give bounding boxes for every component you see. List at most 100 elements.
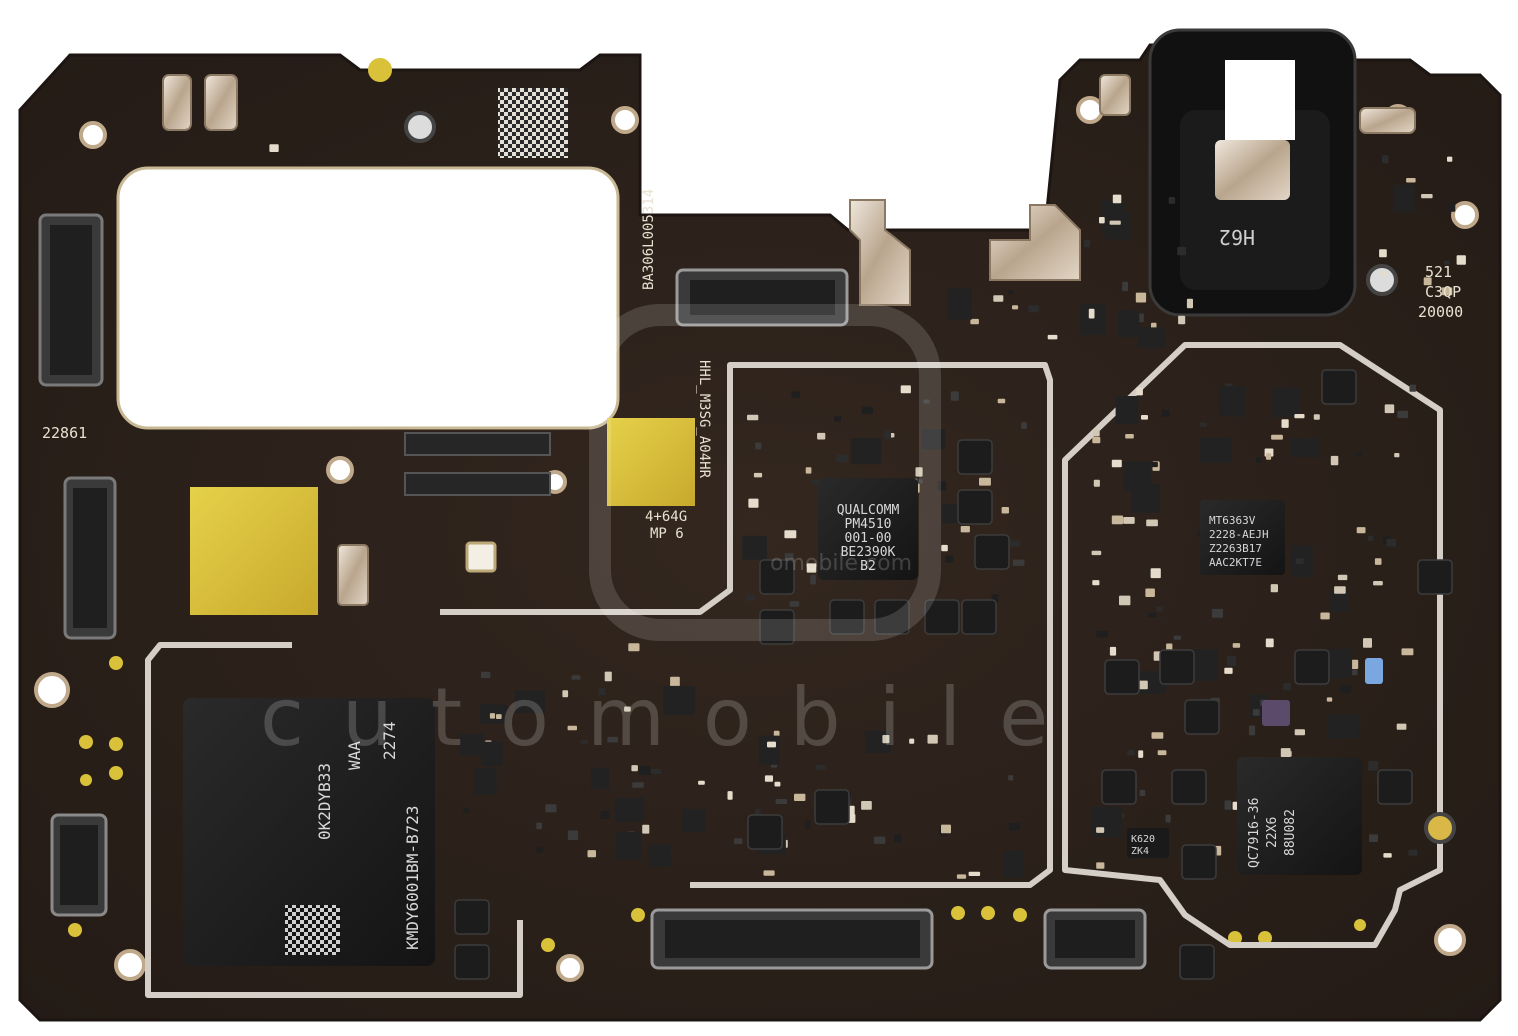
smd-part bbox=[1153, 651, 1161, 661]
smd-part bbox=[784, 530, 797, 539]
smd-part bbox=[607, 736, 618, 743]
smd-part bbox=[1227, 656, 1237, 666]
smd-part bbox=[1148, 612, 1157, 618]
memory-chip-marking: KMDY6001BM-B723 0K2DYB33 WAA 2274 bbox=[315, 721, 422, 950]
inductor-part bbox=[829, 599, 865, 635]
smd-part bbox=[1383, 853, 1392, 858]
smd-part bbox=[950, 391, 959, 401]
smd-part bbox=[753, 472, 763, 478]
smd-part bbox=[1199, 437, 1232, 463]
smd-part bbox=[1080, 304, 1106, 336]
smd-part bbox=[1313, 414, 1320, 420]
smd-part bbox=[1374, 558, 1382, 565]
smd-part bbox=[979, 477, 991, 486]
rf-chip bbox=[1237, 757, 1362, 875]
smd-part bbox=[960, 526, 970, 533]
inductor-part bbox=[759, 609, 795, 645]
mediatek-chip bbox=[1200, 500, 1285, 575]
smd-part bbox=[1189, 649, 1218, 681]
smd-part bbox=[884, 430, 891, 440]
silk-revision: MP 6 bbox=[650, 526, 684, 542]
smd-part bbox=[923, 399, 930, 404]
memory-chip bbox=[183, 698, 435, 966]
smd-part bbox=[624, 706, 631, 712]
smd-part bbox=[1178, 315, 1186, 325]
smd-part bbox=[1272, 387, 1299, 418]
smd-part bbox=[1334, 586, 1346, 594]
smd-part bbox=[614, 797, 644, 822]
smd-part bbox=[463, 808, 469, 813]
smd-part bbox=[1141, 415, 1148, 420]
smd-part bbox=[474, 768, 497, 795]
smd-part bbox=[755, 442, 762, 450]
smd-part bbox=[1224, 800, 1232, 810]
inductor-part bbox=[1179, 944, 1215, 980]
smd-part bbox=[1177, 246, 1186, 256]
smd-part bbox=[1139, 789, 1146, 796]
qr-code-top bbox=[498, 88, 568, 158]
k620-line1: K620 bbox=[1131, 834, 1155, 845]
smd-part bbox=[784, 553, 794, 560]
smd-part bbox=[1256, 457, 1262, 463]
smd-part bbox=[1004, 850, 1024, 878]
silk-right-2: C3QP bbox=[1425, 283, 1461, 301]
smd-part bbox=[861, 406, 873, 414]
smd-part bbox=[1150, 568, 1161, 579]
inductor-part bbox=[1321, 369, 1357, 405]
smd-part bbox=[937, 481, 947, 491]
smd-part bbox=[1421, 194, 1433, 199]
mediatek-line4: AAC2KT7E bbox=[1209, 556, 1262, 569]
smd-part bbox=[1001, 507, 1009, 514]
smd-part bbox=[567, 830, 579, 840]
smd-part bbox=[894, 834, 902, 843]
inductor-part bbox=[957, 489, 993, 525]
smd-part bbox=[1186, 298, 1193, 309]
inductor-part bbox=[1171, 769, 1207, 805]
rf-line3: 88U082 bbox=[1283, 809, 1298, 856]
pmic-marking: QUALCOMM PM4510 001-00 BE2390K B2 bbox=[837, 503, 900, 574]
smd-part bbox=[481, 671, 491, 678]
smd-part bbox=[1446, 202, 1456, 212]
smd-part bbox=[1394, 453, 1400, 458]
smd-part bbox=[642, 824, 650, 834]
smd-part bbox=[615, 831, 642, 860]
board-connectors bbox=[38, 213, 1147, 970]
smd-part bbox=[900, 385, 911, 394]
smd-part bbox=[1109, 646, 1117, 656]
smd-part bbox=[481, 741, 503, 767]
smd-part bbox=[1379, 249, 1387, 258]
smd-part bbox=[648, 844, 671, 867]
pmic-line1: QUALCOMM bbox=[837, 503, 900, 518]
smd-part bbox=[815, 765, 826, 770]
smd-part bbox=[600, 810, 610, 820]
smd-part bbox=[670, 676, 680, 687]
smd-part bbox=[941, 544, 948, 552]
smd-part bbox=[747, 414, 759, 421]
smd-part bbox=[1408, 849, 1418, 856]
smd-part bbox=[1101, 200, 1125, 233]
smd-part bbox=[794, 793, 806, 801]
smd-part bbox=[1123, 461, 1152, 491]
smd-part bbox=[591, 767, 610, 789]
smd-part bbox=[1382, 155, 1389, 164]
smd-part bbox=[927, 734, 938, 744]
smd-part bbox=[1224, 667, 1233, 674]
smd-part bbox=[1162, 409, 1170, 417]
smd-part bbox=[945, 555, 954, 563]
smd-part bbox=[805, 820, 811, 830]
smd-part bbox=[663, 685, 695, 716]
smd-part bbox=[562, 690, 569, 698]
pmic-line3: 001-00 bbox=[845, 531, 892, 546]
smd-part bbox=[504, 706, 510, 711]
inductor-part bbox=[747, 814, 783, 850]
smd-part bbox=[269, 144, 279, 152]
mediatek-marking: MT6363V 2228-AEJH Z2263B17 AAC2KT7E bbox=[1209, 514, 1269, 569]
silk-board-code: BA306L005314 bbox=[641, 189, 657, 290]
smd-part bbox=[1320, 612, 1330, 620]
smd-part bbox=[1111, 515, 1124, 525]
smd-part bbox=[1443, 260, 1450, 265]
smd-part bbox=[1384, 404, 1395, 414]
gold-pad-small bbox=[607, 418, 695, 506]
smd-part bbox=[1392, 184, 1416, 213]
smd-part bbox=[789, 601, 800, 607]
